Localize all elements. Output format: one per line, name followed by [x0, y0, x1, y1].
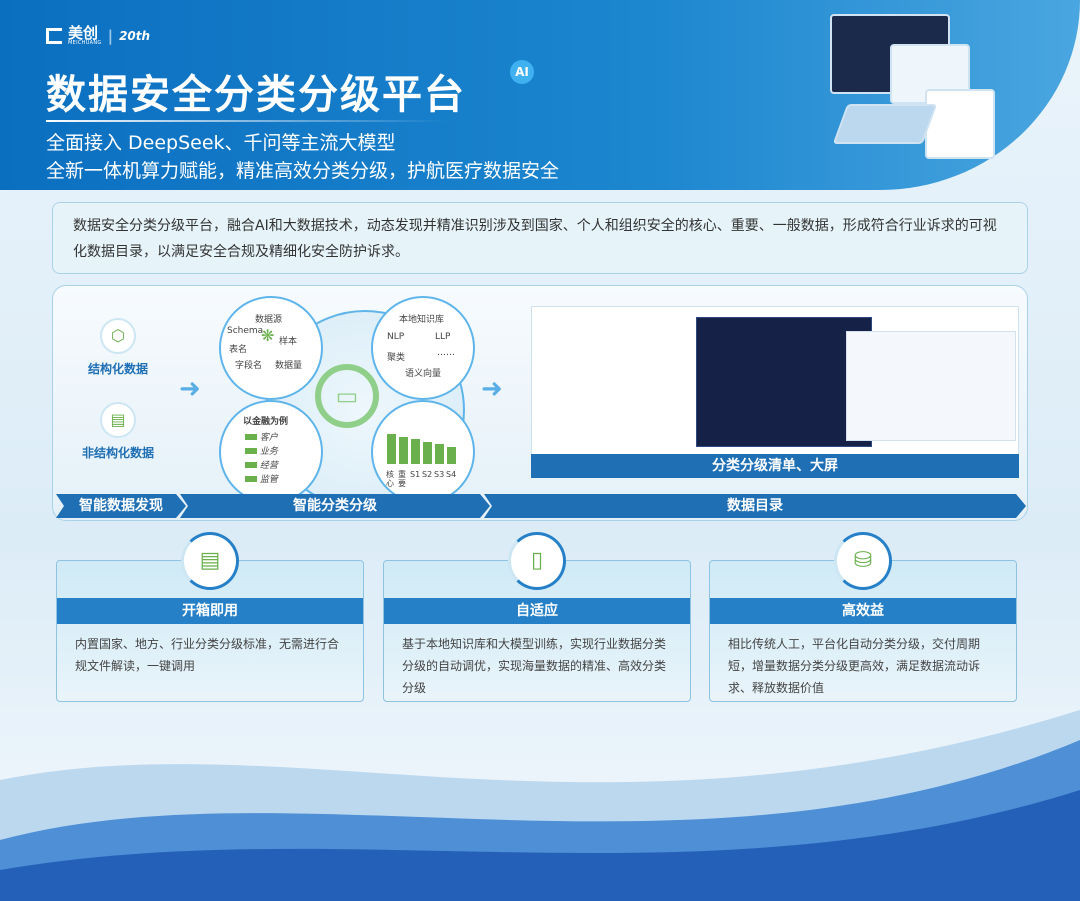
source-label: 结构化数据	[87, 362, 148, 376]
level-label: 重要	[398, 470, 406, 488]
level-label: S2	[422, 470, 433, 479]
stage-catalog: 数据目录	[484, 494, 1026, 518]
source-unstructured: ▤ 非结构化数据	[63, 402, 173, 461]
level-bar	[423, 441, 432, 464]
finance-title: 以金融为例	[243, 417, 289, 427]
flow-panel: ⬡ 结构化数据 ▤ 非结构化数据 ➜ ▭ 数据源 Schema 表名 样本 字段名 …	[52, 285, 1028, 521]
metadata-circle: 数据源 Schema 表名 样本 字段名 数据量 ❋	[219, 296, 323, 400]
database-upload-icon: ⛁	[834, 532, 892, 590]
arrow-right-icon: ➜	[481, 374, 503, 404]
title-divider	[46, 120, 446, 122]
finance-item: 监管	[245, 472, 278, 485]
finance-item-label: 经营	[259, 461, 278, 471]
level-label: S1	[410, 470, 421, 479]
level-bar	[411, 439, 420, 464]
level-bar	[435, 444, 444, 464]
anniversary-badge: 20th	[119, 29, 151, 43]
knowledge-item: NLP	[387, 332, 405, 342]
subtitle-2: 全新一体机算力赋能，精准高效分类分级，护航医疗数据安全	[46, 160, 560, 182]
level-label: S4	[446, 470, 457, 479]
knowledge-item: LLP	[435, 332, 451, 342]
product-screenshot	[531, 306, 1019, 476]
level-bar	[399, 436, 408, 464]
feature-title: 高效益	[710, 598, 1016, 624]
knowledge-item: 聚类	[387, 353, 406, 363]
hexagon-cluster-icon: ⬡	[100, 318, 136, 354]
meta-item: 数据源	[255, 315, 283, 325]
page-title: 数据安全分类分级平台	[46, 72, 466, 118]
finance-item: 客户	[245, 430, 278, 443]
feature-card: 自适应基于本地知识库和大模型训练，实现行业数据分类分级的自动调优，实现海量数据的…	[383, 560, 691, 702]
laptop-illustration	[820, 14, 1050, 164]
decorative-wave	[0, 710, 1080, 901]
wallet-icon: ▭	[315, 364, 379, 428]
brand-name-en: MEICHUANG	[68, 40, 102, 46]
finance-item: 业务	[245, 444, 278, 457]
feature-title: 自适应	[384, 598, 690, 624]
knowledge-item: 本地知识库	[399, 315, 445, 325]
snowflake-network-icon: ❋	[261, 326, 275, 345]
ai-badge: AI	[510, 60, 534, 84]
book-icon: ▯	[508, 532, 566, 590]
stage-classification: 智能分类分级	[180, 494, 490, 518]
meta-item: Schema	[227, 326, 264, 336]
document-hand-icon: ▤	[181, 532, 239, 590]
catalog-screen	[846, 331, 1016, 441]
feature-text: 基于本地知识库和大模型训练，实现行业数据分类分级的自动调优，实现海量数据的精准、…	[402, 637, 667, 695]
logo-mark-icon	[46, 28, 62, 44]
source-label: 非结构化数据	[81, 446, 154, 460]
meta-item: 样本	[279, 337, 298, 347]
meta-item: 数据量	[275, 361, 303, 371]
knowledge-item: 语义向量	[405, 369, 442, 379]
subtitle-1: 全面接入 DeepSeek、千问等主流大模型	[46, 132, 396, 154]
stage-discovery: 智能数据发现	[56, 494, 186, 518]
dashboard-screen	[696, 317, 872, 447]
feature-card: 高效益相比传统人工，平台化自动分类分级，交付周期短，增量数据分类分级更高效，满足…	[709, 560, 1017, 702]
finance-circle: 以金融为例 客户 业务 经营 监管	[219, 400, 323, 504]
feature-text: 内置国家、地方、行业分类分级标准，无需进行合规文件解读，一键调用	[75, 637, 340, 673]
screenshot-caption: 分类分级清单、大屏	[531, 454, 1019, 478]
finance-item-label: 客户	[259, 433, 278, 443]
meta-item: 字段名	[235, 361, 263, 371]
brand-name: 美创	[68, 24, 99, 42]
document-icon: ▤	[100, 402, 136, 438]
finance-item-label: 业务	[259, 447, 278, 457]
intro-text: 数据安全分类分级平台，融合AI和大数据技术，动态发现并精准识别涉及到国家、个人和…	[52, 202, 1028, 274]
level-bar	[447, 446, 456, 464]
level-label: S3	[434, 470, 445, 479]
feature-title: 开箱即用	[57, 598, 363, 624]
source-structured: ⬡ 结构化数据	[63, 318, 173, 377]
level-label: 核心	[386, 470, 394, 488]
meta-item: 表名	[229, 345, 248, 355]
knowledge-circle: 本地知识库 NLP LLP 聚类 …… 语义向量	[371, 296, 475, 400]
knowledge-item: ……	[437, 348, 455, 358]
finance-item: 经营	[245, 458, 278, 471]
arrow-right-icon: ➜	[179, 374, 201, 404]
finance-item-label: 监管	[259, 475, 278, 485]
feature-text: 相比传统人工，平台化自动分类分级，交付周期短，增量数据分类分级更高效，满足数据流…	[728, 637, 981, 695]
level-bar	[387, 434, 396, 464]
